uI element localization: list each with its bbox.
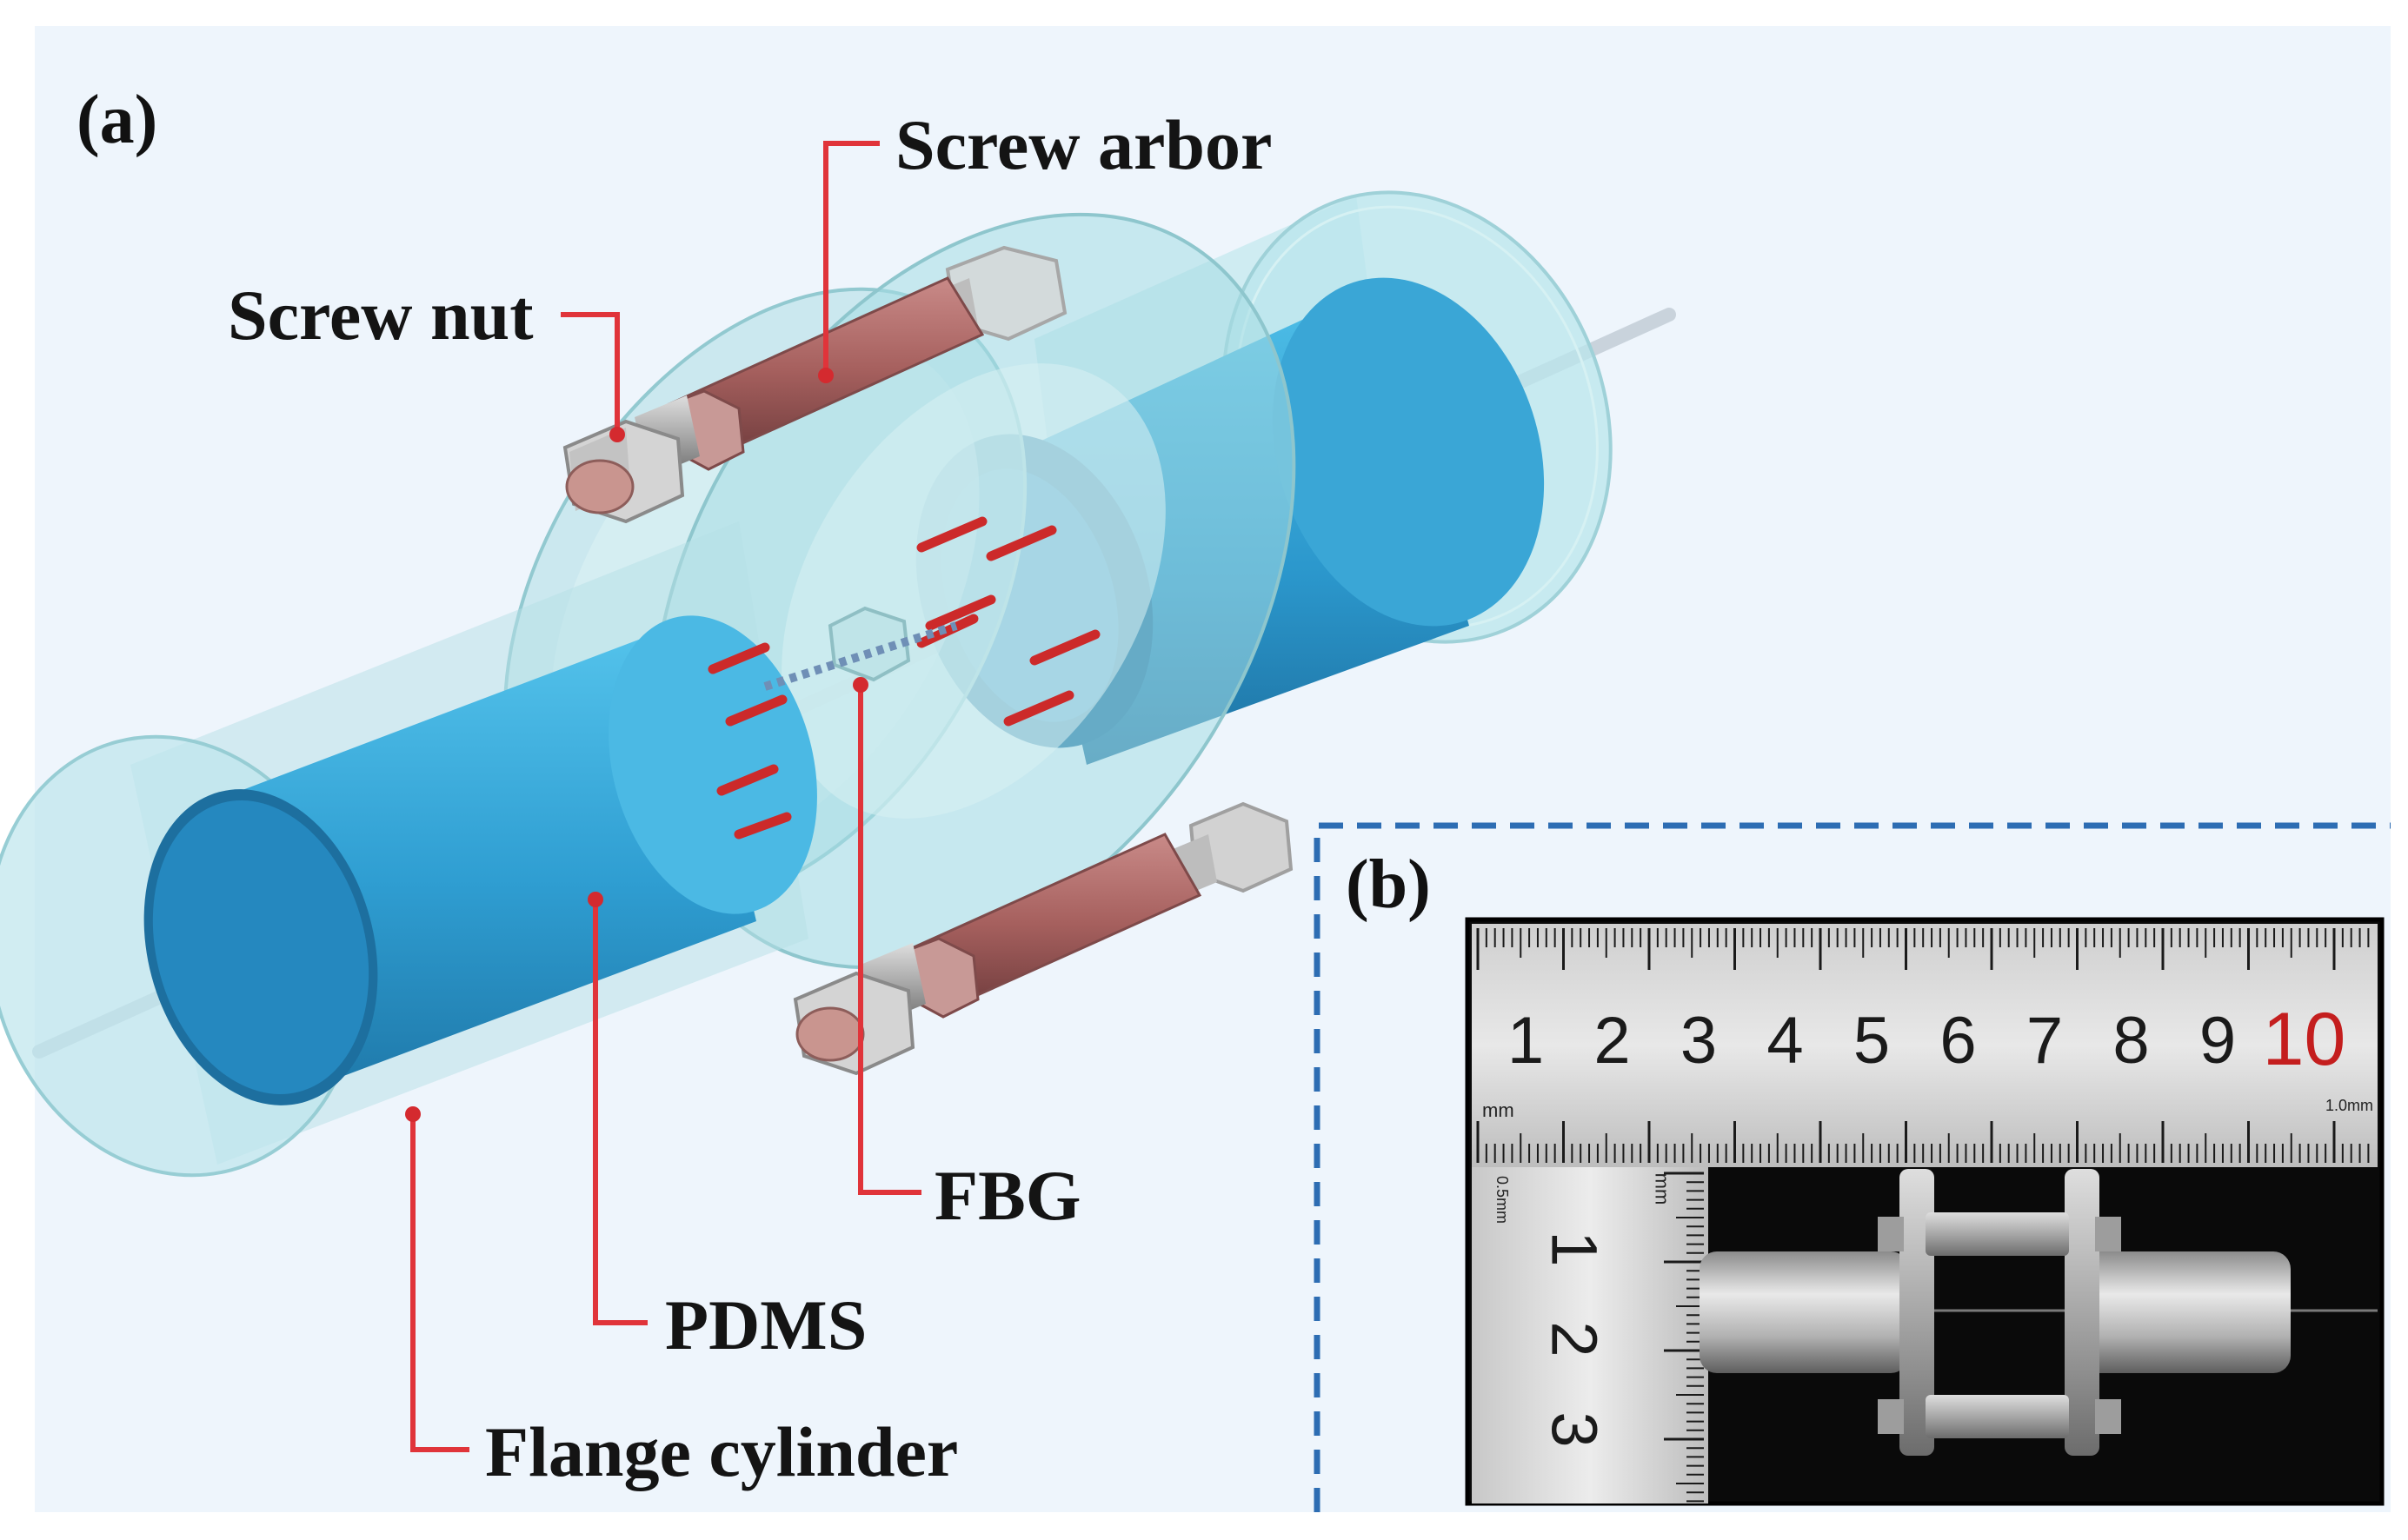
callout-pdms: PDMS <box>665 1285 868 1364</box>
top-ruler-number: 6 <box>1939 1004 1977 1078</box>
top-ruler-number: 9 <box>2198 1004 2237 1078</box>
callout-fbg: FBG <box>935 1156 1081 1235</box>
callout-screw-arbor: Screw arbor <box>895 105 1273 184</box>
top-ruler-number: 3 <box>1680 1004 1718 1078</box>
photo-device <box>1700 1169 2378 1456</box>
leader-flange-cylinder <box>410 1114 469 1452</box>
left-ruler-unit-side: 0.5mm <box>1493 1175 1512 1225</box>
force-arrows-left <box>708 642 792 840</box>
right-flange-disk-bore <box>782 363 1166 819</box>
leader-screw-arbor <box>823 141 880 374</box>
callout-leaders <box>410 141 921 1452</box>
photo-left-cylinder <box>1700 1251 1908 1373</box>
callout-dots <box>405 368 868 1122</box>
panel-a-label: (a) <box>76 82 158 158</box>
left-ruler-number: 3 <box>1538 1411 1611 1448</box>
center-hex-nut <box>828 606 911 682</box>
bottom-screw-assembly <box>793 801 1294 1076</box>
panel-a-illustration <box>0 190 1676 1178</box>
callout-flange-cylinder: Flange cylinder <box>485 1412 959 1491</box>
force-arrows-right <box>916 516 1101 727</box>
top-ruler-number: 4 <box>1766 1004 1804 1078</box>
callout-screw-nut: Screw nut <box>228 275 534 355</box>
leader-fbg <box>858 685 921 1195</box>
top-ruler-number: 2 <box>1593 1004 1631 1078</box>
top-ruler-ticks <box>1476 928 2370 1163</box>
panel-b-photo <box>1465 917 2385 1506</box>
left-pdms-cylinder <box>143 615 817 1105</box>
top-ruler-number: 7 <box>2026 1004 2064 1078</box>
photo-right-flange <box>2065 1169 2099 1456</box>
leader-pdms <box>593 899 648 1325</box>
top-ruler <box>1472 924 2378 1167</box>
top-ruler-number: 8 <box>2112 1004 2150 1078</box>
leader-screw-nut <box>561 312 620 435</box>
photo-bottom-arbor <box>1926 1395 2069 1438</box>
left-ruler-number: 1 <box>1538 1231 1611 1267</box>
left-ruler <box>1472 1167 1708 1503</box>
photo-top-arbor <box>1926 1212 2069 1256</box>
photo-right-cylinder <box>2082 1251 2291 1373</box>
top-ruler-unit-right: 1.0mm <box>2325 1097 2374 1114</box>
top-ruler-number: 10 <box>2262 998 2346 1081</box>
left-ruler-unit-top: mm <box>1651 1172 1673 1205</box>
top-ruler-number: 1 <box>1507 1004 1545 1078</box>
top-ruler-number: 5 <box>1853 1004 1891 1078</box>
left-ruler-number: 2 <box>1538 1321 1611 1357</box>
top-ruler-unit-left: mm <box>1482 1099 1514 1121</box>
panel-b-label: (b) <box>1346 846 1431 923</box>
